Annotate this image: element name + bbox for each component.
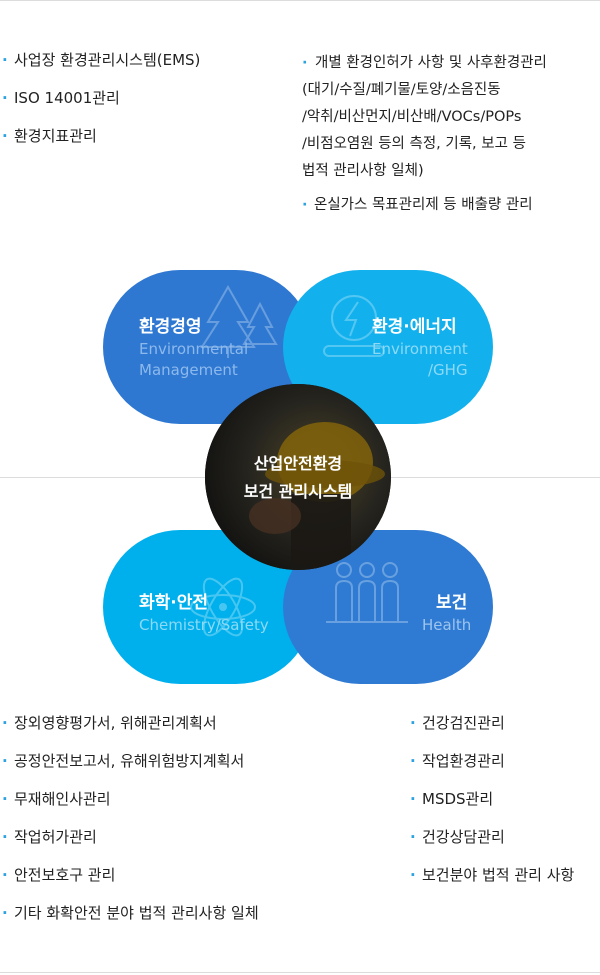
list-item-line: 개별 환경인허가 사항 및 사후환경관리 xyxy=(315,55,547,71)
health-title: 보건 xyxy=(436,593,468,613)
chem-safety-title: 화학·안전 xyxy=(139,593,209,613)
env-mgmt-sub-2: Management xyxy=(139,361,238,379)
list-item: ISO 14001관리 xyxy=(2,88,200,108)
list-item: 사업장 환경관리시스템(EMS) xyxy=(2,50,200,70)
health-sub-1: Health xyxy=(422,616,472,634)
chem-safety-sub-1: Chemistry/Safety xyxy=(139,616,269,634)
atom-icon xyxy=(190,577,256,637)
center-title: 산업안전환경 보건 관리시스템 xyxy=(205,450,391,506)
list-item: 건강검진관리 xyxy=(410,713,574,733)
list-item-line: (대기/수질/폐기물/토양/소음진동 xyxy=(302,82,501,98)
env-energy-list: 개별 환경인허가 사항 및 사후환경관리 (대기/수질/폐기물/토양/소음진동 … xyxy=(302,50,547,217)
list-item: 기타 화확안전 분야 법적 관리사항 일체 xyxy=(2,903,259,923)
center-title-line-2: 보건 관리시스템 xyxy=(243,482,353,501)
env-mgmt-list: 사업장 환경관리시스템(EMS) ISO 14001관리 환경지표관리 xyxy=(2,50,200,146)
chem-safety-list: 장외영향평가서, 위해관리계획서 공정안전보고서, 유해위험방지계획서 무재해인… xyxy=(2,713,259,923)
env-mgmt-title: 환경경영 xyxy=(139,317,202,337)
health-list: 건강검진관리 작업환경관리 MSDS관리 건강상담관리 보건분야 법적 관리 사… xyxy=(410,713,574,885)
list-item-line: 법적 관리사항 일체) xyxy=(302,163,424,179)
list-item-line: /비점오염원 등의 측정, 기록, 보고 등 xyxy=(302,136,526,152)
list-item: 개별 환경인허가 사항 및 사후환경관리 (대기/수질/폐기물/토양/소음진동 … xyxy=(302,50,547,185)
list-item: 보건분야 법적 관리 사항 xyxy=(410,865,574,885)
energy-bolt-icon xyxy=(323,295,385,357)
list-item: 건강상담관리 xyxy=(410,827,574,847)
top-divider xyxy=(0,0,600,1)
list-item: MSDS관리 xyxy=(410,789,574,809)
list-item: 공정안전보고서, 유해위험방지계획서 xyxy=(2,751,259,771)
env-mgmt-sub-1: Environmental xyxy=(139,340,249,358)
list-item: 작업환경관리 xyxy=(410,751,574,771)
list-item: 환경지표관리 xyxy=(2,126,200,146)
bottom-divider xyxy=(0,972,600,973)
list-item: 무재해인사관리 xyxy=(2,789,259,809)
env-energy-title: 환경·에너지 xyxy=(372,317,457,337)
tree-icon xyxy=(200,284,278,358)
center-title-line-1: 산업안전환경 xyxy=(253,454,343,473)
env-energy-sub-2: /GHG xyxy=(428,361,468,379)
center-photo-circle: 산업안전환경 보건 관리시스템 xyxy=(205,384,391,570)
list-item: 장외영향평가서, 위해관리계획서 xyxy=(2,713,259,733)
list-item-line: /악취/비산먼지/비산배/VOCs/POPs xyxy=(302,109,522,125)
env-energy-sub-1: Environment xyxy=(372,340,468,358)
list-item: 안전보호구 관리 xyxy=(2,865,259,885)
safety-helmet-image xyxy=(205,384,391,570)
list-item: 온실가스 목표관리제 등 배출량 관리 xyxy=(302,193,547,217)
list-item: 작업허가관리 xyxy=(2,827,259,847)
